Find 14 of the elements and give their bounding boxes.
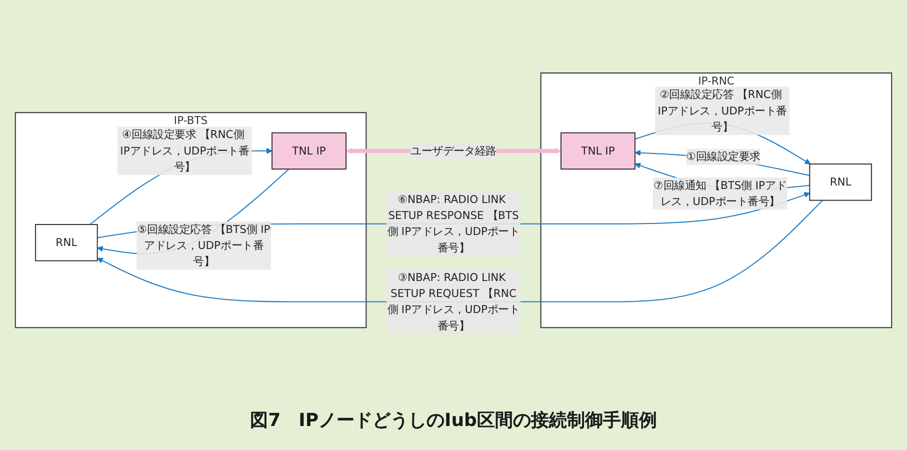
node-box: TNL IP xyxy=(560,132,636,170)
node-box: TNL IP xyxy=(272,132,346,170)
arrow xyxy=(97,200,823,302)
figure-caption: 図7 IPノードどうしのIub区間の接続制御手順例 xyxy=(249,409,658,432)
node-box: RNL xyxy=(809,164,872,201)
edge-label: ③NBAP: RADIO LINK SETUP REQUEST 【RNC側 IPアドレス，UDPポート番号】 xyxy=(387,270,520,332)
edge-label: ②回線設定応答 【RNC側 IPアドレス，UDPポート番号】 xyxy=(658,88,787,134)
edge-label: ⑥NBAP: RADIO LINK SETUP RESPONSE 【BTS側 IPアドレス，UDPポート番号】 xyxy=(387,192,520,254)
edge-label: ①回線設定要求 xyxy=(686,150,760,163)
node-box: RNL xyxy=(35,224,98,262)
edge-label: ユーザデータ経路 xyxy=(410,144,496,157)
edge-label: ⑦回線通知 【BTS側 IPアドレス，UDPポート番号】 xyxy=(654,178,787,208)
edge-label: ④回線設定要求 【RNC側 IPアドレス，UDPポート番号】 xyxy=(120,128,250,174)
edge-label: ⑤回線設定応答 【BTS側 IPアドレス，UDPポート番号】 xyxy=(137,222,270,268)
